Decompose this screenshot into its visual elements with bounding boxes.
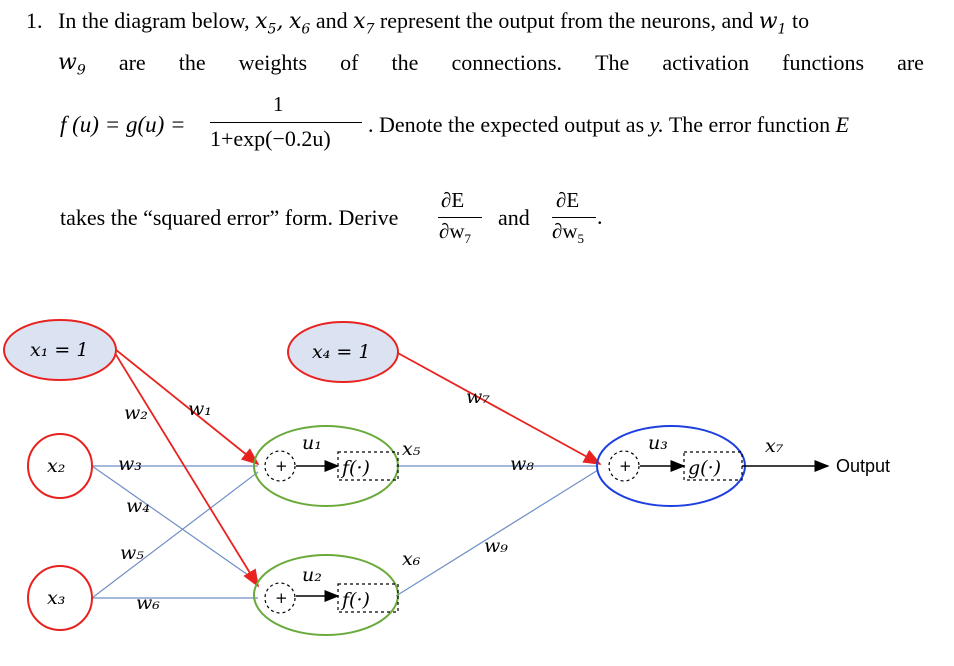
problem-number: 1. [26,8,43,33]
fraction-bar [210,122,362,123]
label-x2: x₂ [47,455,65,477]
edge-x1-u1 [109,344,260,466]
weight-w4: w₄ [126,495,150,517]
label-u1: u₁ [302,432,322,454]
line3-tail: The error function [668,112,831,137]
problem-line-4: takes the “squared error” form. Derive [60,205,399,230]
weight-w5: w₅ [120,542,144,564]
problem-line-2: w9 are the weights of the connections. T… [58,50,924,78]
sum-symbol-1: + [275,457,288,475]
var-x7: x7 [353,9,375,38]
label-x5: x₅ [402,438,421,460]
line2-word: connections. [451,50,563,75]
label-g: g(·) [688,457,721,479]
weight-w8: w₈ [510,453,534,475]
sum-node-2 [264,582,296,614]
node-x4 [287,321,399,383]
sum-node-1 [264,450,296,482]
line2-word: weights [238,50,308,75]
line2-word: The [595,50,630,75]
label-x7: x₇ [765,435,784,457]
problem-line-1: In the diagram below, x5, x6 and x7 repr… [58,8,809,37]
weight-w3: w₃ [118,453,142,475]
label-f1: f(·) [340,457,370,479]
weight-w9: w₉ [484,535,508,557]
final-period: . [597,204,603,229]
deriv1-bar [438,217,482,218]
hidden-neuron-2 [253,554,399,636]
deriv2-bar [552,217,596,218]
var-y: y. [649,112,664,137]
line2-word: are [897,50,924,75]
activation-box-2 [337,583,399,613]
var-w9: w9 [58,50,86,79]
edge-x3-u1 [91,471,259,599]
edge-x6-u3 [395,469,599,597]
line2-word: the [391,50,419,75]
formula-denominator: 1+exp(−0.2u) [210,126,331,151]
line2-word: the [178,50,206,75]
weight-w6: w₆ [136,592,160,614]
line2-word: are [118,50,146,75]
formula-numerator: 1 [273,92,284,116]
word-to: to [791,8,810,33]
deriv2-denominator: ∂w5 [552,219,585,247]
line2-word: activation [662,50,750,75]
activation-box-1 [337,451,399,481]
edge-x1-u2 [109,344,259,588]
label-u2: u₂ [302,564,322,586]
word-and: and [315,8,348,33]
line1-text-a: In the diagram below, [58,8,250,33]
label-x6: x₆ [402,548,421,570]
output-label: Output [836,456,890,476]
edge-x2-u2 [91,465,259,583]
var-x6: x6 [288,9,311,38]
label-x1: x₁ = 1 [30,339,88,361]
deriv1-numerator: ∂E [441,188,465,212]
var-w1: w1 [758,9,787,38]
word-and-2: and [498,205,530,230]
sum-node-3 [608,450,640,482]
label-x3: x₃ [47,587,65,609]
sum-symbol-3: + [619,457,632,475]
node-x3 [27,565,93,631]
weight-w7: w₇ [466,386,490,408]
line1-text-b: represent the output from the neurons, a… [379,8,754,33]
edge-x4-u3 [395,351,602,465]
line2-word: functions [782,50,865,75]
line3-text: . Denote the expected output as [368,112,645,137]
label-x4: x₄ = 1 [312,341,370,363]
node-x1 [3,319,117,381]
weight-w2: w₂ [124,402,148,424]
deriv2-numerator: ∂E [556,188,580,212]
activation-formula-lhs: f (u) = g(u) = [60,112,186,137]
line2-word: of [340,50,359,75]
var-x5: x5, [255,9,284,38]
problem-line-3: . Denote the expected output as y. The e… [368,112,849,138]
label-f2: f(·) [340,589,370,611]
weight-w1: w₁ [188,398,212,420]
node-x2 [27,433,93,499]
sum-symbol-2: + [275,589,288,607]
label-u3: u₃ [648,432,668,454]
var-E: E [835,112,850,137]
deriv1-denominator: ∂w7 [439,219,472,247]
